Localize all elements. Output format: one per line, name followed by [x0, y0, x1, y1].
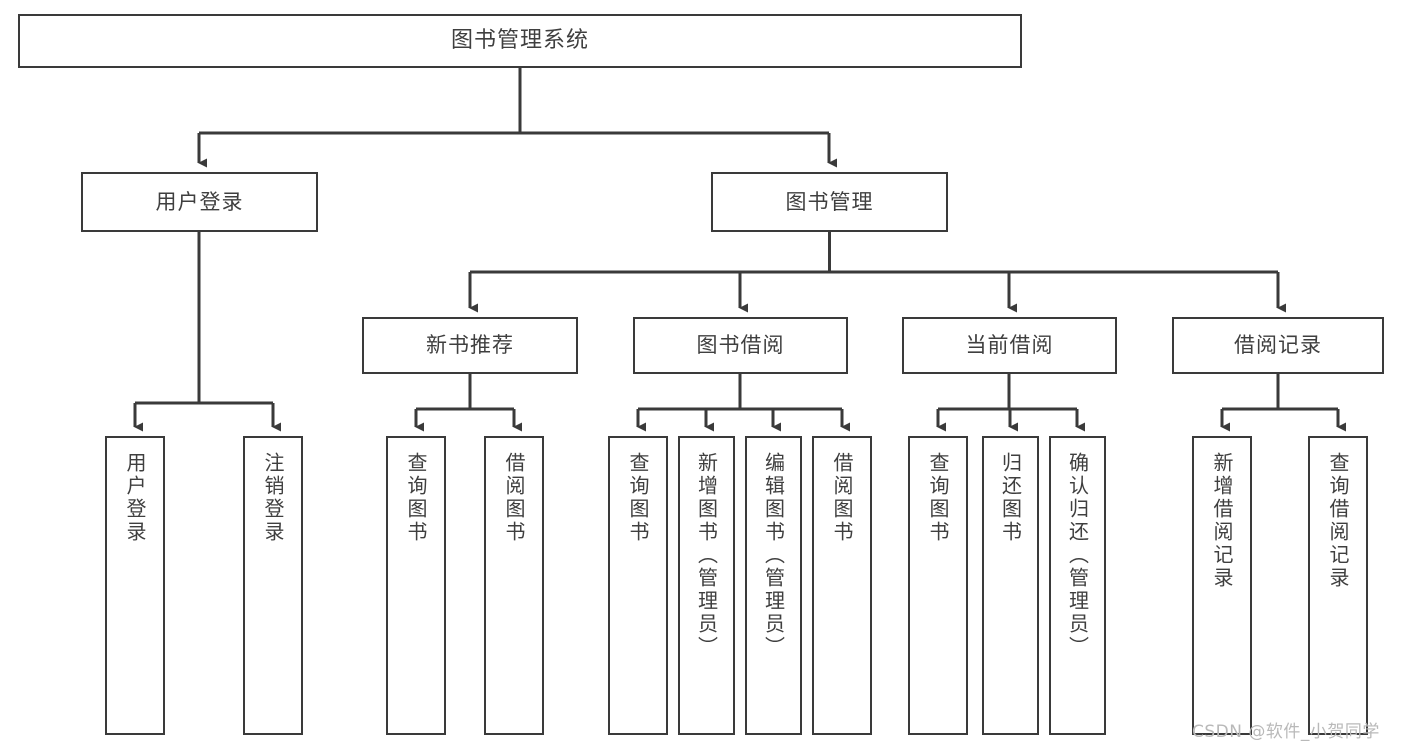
node-label: 新书推荐: [426, 333, 514, 358]
node-label: 借阅图书: [830, 452, 854, 544]
node-label: 查询图书: [926, 452, 950, 544]
node-book-borrow[interactable]: 图书借阅: [633, 317, 848, 374]
node-leaf-return-book[interactable]: 归还图书: [982, 436, 1039, 735]
node-leaf-edit-book[interactable]: 编辑图书（管理员）: [745, 436, 802, 735]
node-label: 图书借阅: [696, 333, 785, 358]
node-leaf-add-record[interactable]: 新增借阅记录: [1192, 436, 1252, 735]
node-leaf-confirm-return[interactable]: 确认归还（管理员）: [1049, 436, 1106, 735]
node-leaf-user-logout[interactable]: 注销登录: [243, 436, 303, 735]
node-label: 查询借阅记录: [1326, 452, 1350, 590]
node-label: 注销登录: [261, 452, 285, 544]
node-leaf-add-book[interactable]: 新增图书（管理员）: [678, 436, 735, 735]
node-label: 用户登录: [123, 452, 147, 544]
node-leaf-query-book-1[interactable]: 查询图书: [386, 436, 446, 735]
connector-lines: [133, 68, 1346, 432]
node-label: 图书管理系统: [450, 28, 589, 54]
node-user-login[interactable]: 用户登录: [81, 172, 318, 232]
node-label: 归还图书: [998, 452, 1023, 544]
node-label: 借阅记录: [1234, 333, 1322, 358]
node-label: 借阅图书: [502, 452, 526, 544]
node-borrow-record[interactable]: 借阅记录: [1172, 317, 1384, 374]
node-leaf-query-book-2[interactable]: 查询图书: [608, 436, 668, 735]
watermark-text: CSDN @软件_小贺同学: [1192, 722, 1380, 742]
node-leaf-borrow-book-1[interactable]: 借阅图书: [484, 436, 544, 735]
node-leaf-user-login[interactable]: 用户登录: [105, 436, 165, 735]
node-label: 查询图书: [404, 452, 428, 544]
node-leaf-borrow-book-2[interactable]: 借阅图书: [812, 436, 872, 735]
node-book-manage[interactable]: 图书管理: [711, 172, 948, 232]
node-current-borrow[interactable]: 当前借阅: [902, 317, 1117, 374]
node-leaf-query-book-3[interactable]: 查询图书: [908, 436, 968, 735]
node-label: 确认归还（管理员）: [1065, 452, 1090, 659]
node-root[interactable]: 图书管理系统: [18, 14, 1022, 68]
node-leaf-query-record[interactable]: 查询借阅记录: [1308, 436, 1368, 735]
node-label: 查询图书: [626, 452, 650, 544]
node-label: 编辑图书（管理员）: [761, 452, 786, 659]
node-label: 新增图书（管理员）: [694, 452, 719, 659]
node-label: 当前借阅: [965, 333, 1054, 358]
node-label: 新增借阅记录: [1210, 452, 1234, 590]
node-label: 用户登录: [155, 189, 244, 214]
node-new-book-recommend[interactable]: 新书推荐: [362, 317, 578, 374]
node-label: 图书管理: [785, 189, 874, 214]
